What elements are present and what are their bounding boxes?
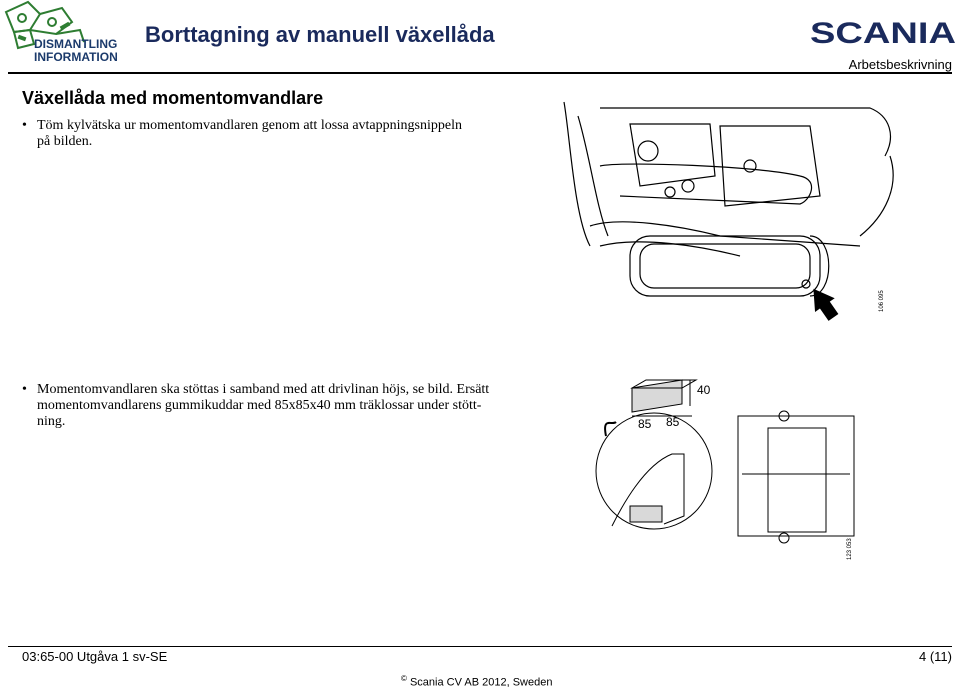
- scania-wordmark: SCANIA: [810, 17, 956, 50]
- copyright-text: Scania CV AB 2012, Sweden: [409, 676, 553, 689]
- footer-divider: [8, 646, 952, 647]
- bullet-marker: •: [22, 382, 27, 397]
- wood-block-illustration: 40 85 85: [595, 379, 855, 544]
- torque-converter-drain-figure: [560, 96, 900, 321]
- logo-line1: DISMANTLING: [34, 37, 117, 51]
- figure-id-106095: 106 095: [879, 290, 885, 312]
- page-number: 4 (11): [919, 649, 952, 664]
- instruction-support-converter: Momentomvandlaren ska stöttas i samband …: [37, 382, 490, 429]
- copyright-notice: © Scania CV AB 2012, Sweden: [401, 674, 552, 689]
- scania-logo: SCANIA: [810, 16, 956, 50]
- bullet-marker: •: [22, 118, 27, 133]
- dismantling-logo-graphic: DISMANTLING INFORMATION: [4, 0, 118, 64]
- drain-nipple-illustration: [563, 101, 894, 321]
- instruction-drain-coolant: Töm kylvätska ur momentomvandlaren genom…: [37, 118, 462, 149]
- logo-line2: INFORMATION: [34, 50, 118, 64]
- dimension-width-label-1: 85: [638, 417, 652, 431]
- document-reference: 03:65-00 Utgåva 1 sv-SE: [22, 649, 168, 664]
- dismantling-information-logo: DISMANTLING INFORMATION: [0, 0, 120, 66]
- document-title: Borttagning av manuell växellåda: [145, 22, 495, 47]
- scania-brand-text: SCANIA: [810, 17, 956, 46]
- dimension-width-label-2: 85: [666, 415, 680, 429]
- header-divider: [8, 72, 952, 74]
- drain-nipple-arrow-icon: [813, 288, 839, 321]
- copyright-symbol: ©: [401, 674, 407, 683]
- wood-block-support-figure: 40 85 85: [592, 376, 857, 556]
- document-type: Arbetsbeskrivning: [848, 57, 952, 72]
- figure-id-123053: 123 053: [847, 538, 853, 560]
- section-heading: Växellåda med momentomvandlare: [22, 88, 324, 108]
- dimension-height-label: 40: [697, 383, 711, 397]
